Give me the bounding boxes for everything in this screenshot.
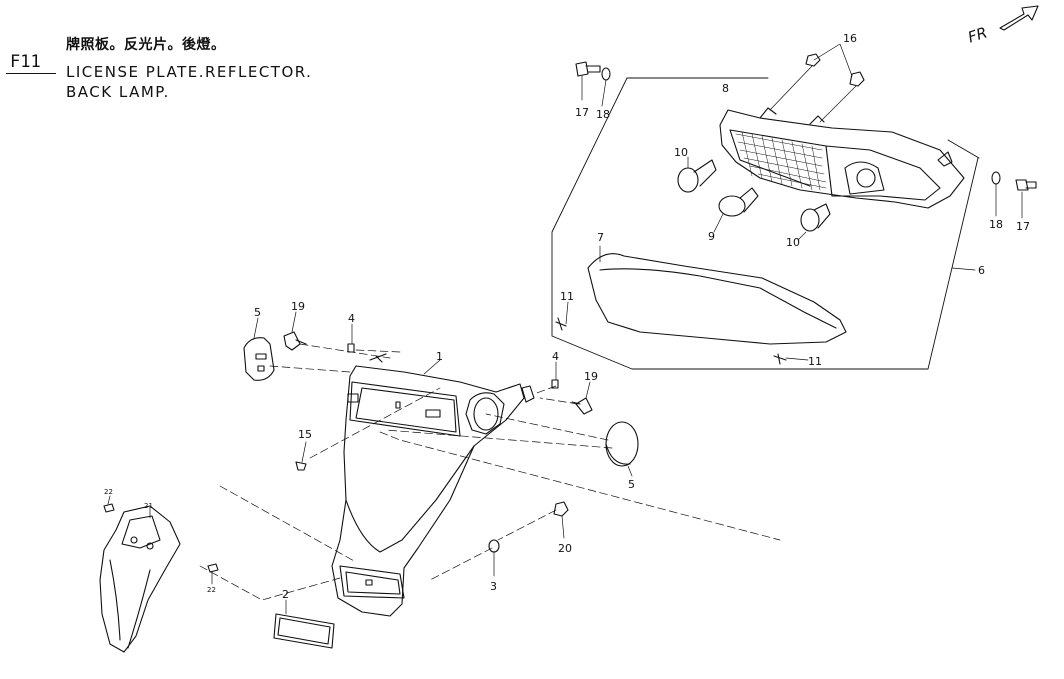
callout-9: 9	[708, 230, 715, 243]
assembly-leaders	[199, 343, 781, 601]
callout-18-left: 18	[596, 108, 610, 121]
nut-16-left	[805, 53, 821, 67]
license-bracket	[331, 353, 535, 617]
callout-7: 7	[597, 231, 604, 244]
nut-16-right	[849, 71, 865, 87]
callout-8: 8	[722, 82, 729, 95]
figure-code: F11	[10, 52, 41, 72]
callout-18-right: 18	[989, 218, 1003, 231]
boundary-leader	[951, 267, 976, 271]
callout-21: 21	[144, 502, 153, 510]
front-direction-arrow-icon	[999, 5, 1039, 31]
rear-mudguard	[99, 505, 181, 653]
bolt-17-left	[575, 61, 601, 101]
nut-4-right	[551, 361, 559, 389]
bolt-17-right	[1015, 179, 1037, 219]
figure-code-underline	[6, 73, 56, 74]
washer-3	[488, 539, 500, 577]
callout-5-right: 5	[628, 478, 635, 491]
bulb-10-lower	[797, 203, 831, 241]
callout-labels: 1 2 3 4 4 5 5 6 7 8 9 10 10 11 11 15 16 …	[104, 32, 1030, 601]
screw-15	[295, 441, 307, 471]
screw-11-lower	[773, 353, 809, 365]
callout-4-right: 4	[552, 350, 559, 363]
callout-10-upper: 10	[674, 146, 688, 159]
title-english-line1: LICENSE PLATE.REFLECTOR.	[66, 63, 313, 81]
callout-5-left: 5	[254, 306, 261, 319]
callout-17-left: 17	[575, 106, 589, 119]
callout-17-right: 17	[1016, 220, 1030, 233]
callout-22-top: 22	[104, 488, 113, 496]
fastener-leaders	[769, 43, 857, 123]
title-english-line2: BACK LAMP.	[66, 83, 170, 101]
callout-20: 20	[558, 542, 572, 555]
reflector-5-left	[243, 317, 275, 381]
callout-19-right: 19	[584, 370, 598, 383]
callout-16: 16	[843, 32, 857, 45]
screw-22-right	[207, 563, 219, 585]
license-plate	[273, 599, 335, 649]
callout-2: 2	[282, 588, 289, 601]
title-chinese: 牌照板。反光片。後燈。	[66, 37, 226, 53]
bulb-9	[713, 187, 759, 233]
callout-11-lower: 11	[808, 355, 822, 368]
tail-lamp-housing	[719, 107, 965, 209]
callout-19-left: 19	[291, 300, 305, 313]
callout-22-right: 22	[207, 586, 216, 594]
screw-11-upper	[555, 301, 569, 331]
nut-4-left	[347, 323, 355, 353]
callout-10-lower: 10	[786, 236, 800, 249]
washer-18-left	[601, 67, 611, 107]
callout-15: 15	[298, 428, 312, 441]
callout-6: 6	[978, 264, 985, 277]
lamp-assembly-boundary	[551, 77, 980, 370]
clip-19-left	[283, 311, 307, 351]
tail-lamp-lens	[587, 245, 847, 345]
callout-3: 3	[490, 580, 497, 593]
screw-22-top	[103, 495, 115, 513]
callout-1: 1	[436, 350, 443, 363]
bulb-10-upper	[677, 156, 717, 193]
nut-20	[553, 501, 569, 539]
lamp-reflector-mesh	[735, 131, 827, 191]
callout-11-upper: 11	[560, 290, 574, 303]
washer-18-right	[991, 171, 1001, 217]
reflector-5-right	[605, 421, 639, 477]
clip-19-right	[571, 381, 593, 415]
callout-4-left: 4	[348, 312, 355, 325]
